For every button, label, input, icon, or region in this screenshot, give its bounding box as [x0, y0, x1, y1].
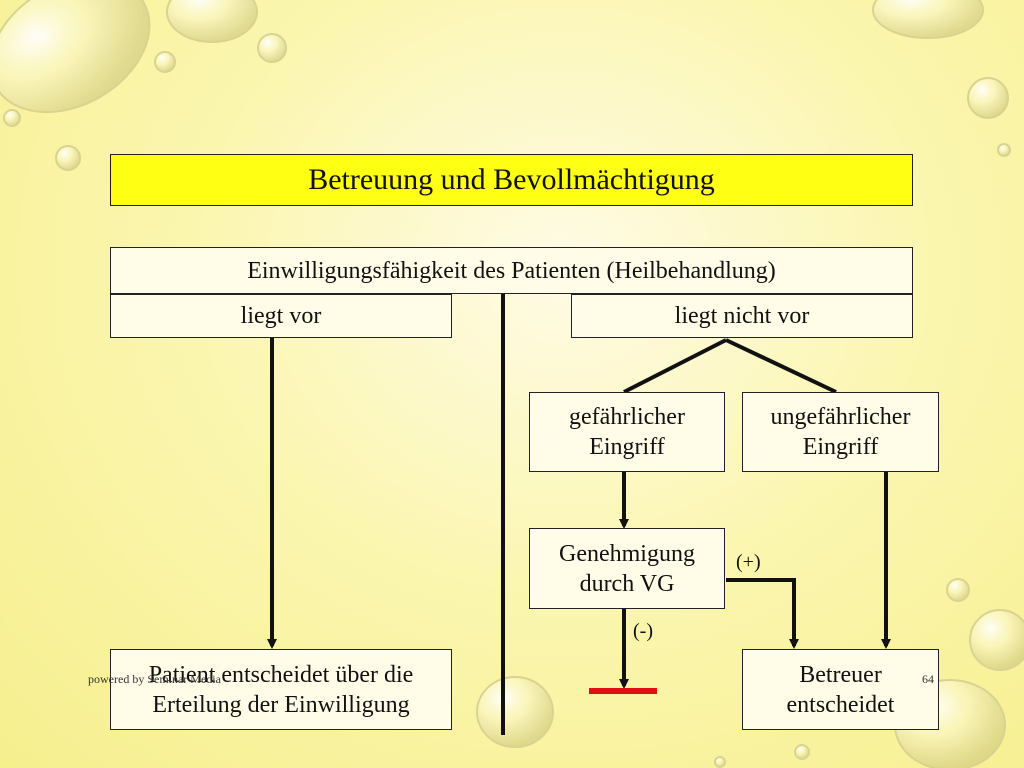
arrow-approval-to-caretaker — [726, 578, 799, 649]
harmless-line-2: Eingriff — [802, 434, 879, 460]
patient-decides-line-2: Erteilung der Einwilligung — [152, 691, 410, 718]
dangerous-line-2: Eingriff — [589, 434, 665, 460]
approval-line-2: durch VG — [579, 570, 675, 597]
caretaker-decides-line-2: entscheidet — [786, 691, 895, 718]
footer-credit: powered by Seminar Media — [88, 672, 221, 686]
minus-label: (-) — [633, 620, 653, 642]
branch-right-box: liegt nicht vor — [571, 294, 913, 338]
line-split-left — [623, 338, 727, 394]
harmless-intervention-box: ungefährlicher Eingriff — [742, 392, 939, 472]
caretaker-decides-line-1: Betreuer — [799, 661, 882, 688]
branch-right-text: liegt nicht vor — [674, 303, 810, 329]
approval-line-1: Genehmigung — [559, 540, 695, 567]
patient-decides-box: Patient entscheidet über die Erteilung d… — [110, 649, 452, 730]
header-text: Einwilligungsfähigkeit des Patienten (He… — [247, 257, 776, 284]
branch-left-text: liegt vor — [240, 303, 322, 329]
line-split-right — [725, 338, 837, 394]
dangerous-intervention-box: gefährlicher Eingriff — [529, 392, 725, 472]
branch-left-box: liegt vor — [110, 294, 452, 338]
harmless-line-1: ungefährlicher — [770, 404, 911, 430]
page-number: 64 — [922, 672, 934, 686]
patient-decides-line-1: Patient entscheidet über die — [148, 661, 414, 688]
dangerous-line-1: gefährlicher — [569, 404, 685, 430]
page-title: Betreuung und Bevollmächtigung — [308, 163, 715, 197]
approval-box: Genehmigung durch VG — [529, 528, 725, 609]
plus-label: (+) — [736, 551, 761, 573]
caretaker-decides-box: Betreuer entscheidet — [742, 649, 939, 730]
title-box: Betreuung und Bevollmächtigung — [110, 154, 913, 206]
header-box: Einwilligungsfähigkeit des Patienten (He… — [110, 247, 913, 294]
